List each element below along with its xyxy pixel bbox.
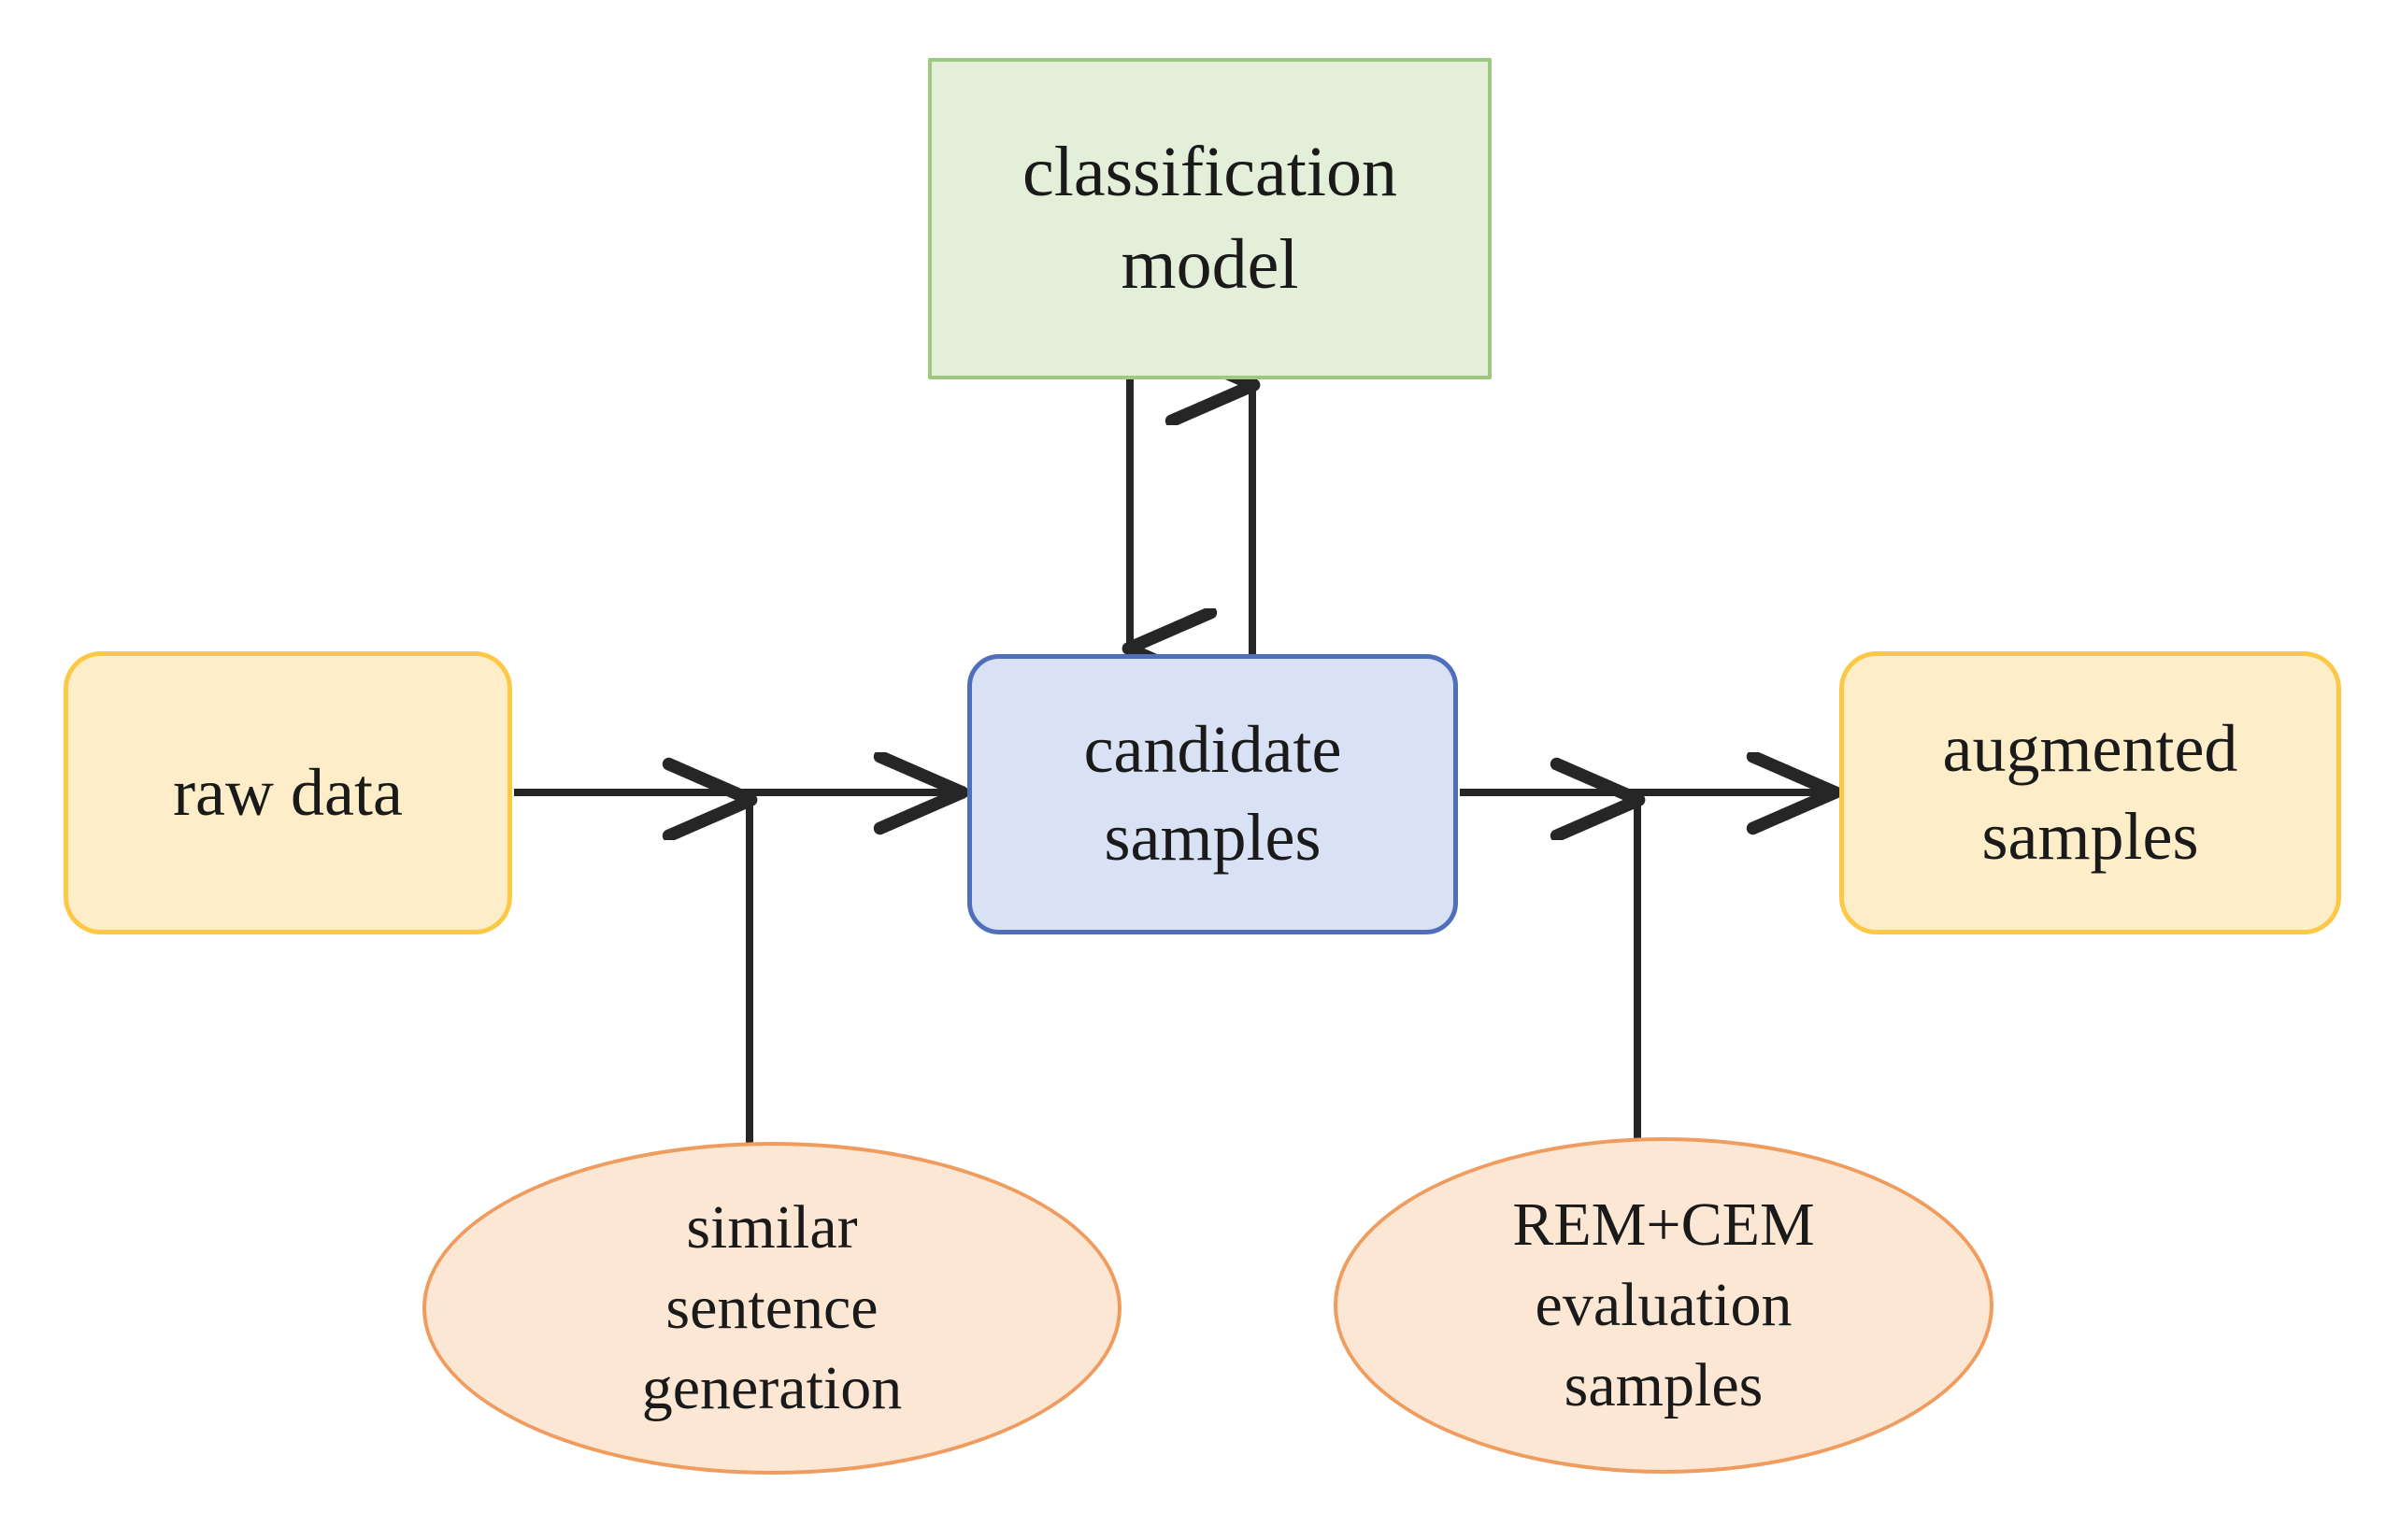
- node-classification-model[interactable]: classification model: [928, 58, 1492, 379]
- node-augmented-samples-label: augmented samples: [1942, 710, 2238, 874]
- node-similar-sentence-generation-label: similar sentence generation: [641, 1193, 903, 1422]
- node-rem-cem-evaluation-samples[interactable]: REM+CEM evaluation samples: [1334, 1137, 1993, 1474]
- node-similar-sentence-generation[interactable]: similar sentence generation: [422, 1142, 1122, 1475]
- node-classification-model-label: classification model: [1022, 133, 1397, 304]
- node-candidate-samples[interactable]: candidate samples: [967, 654, 1458, 934]
- node-candidate-samples-label: candidate samples: [1083, 712, 1342, 875]
- node-raw-data-label: raw data: [173, 754, 403, 830]
- node-raw-data[interactable]: raw data: [64, 651, 512, 934]
- node-augmented-samples[interactable]: augmented samples: [1839, 651, 2341, 934]
- node-rem-cem-evaluation-samples-label: REM+CEM evaluation samples: [1512, 1191, 1815, 1419]
